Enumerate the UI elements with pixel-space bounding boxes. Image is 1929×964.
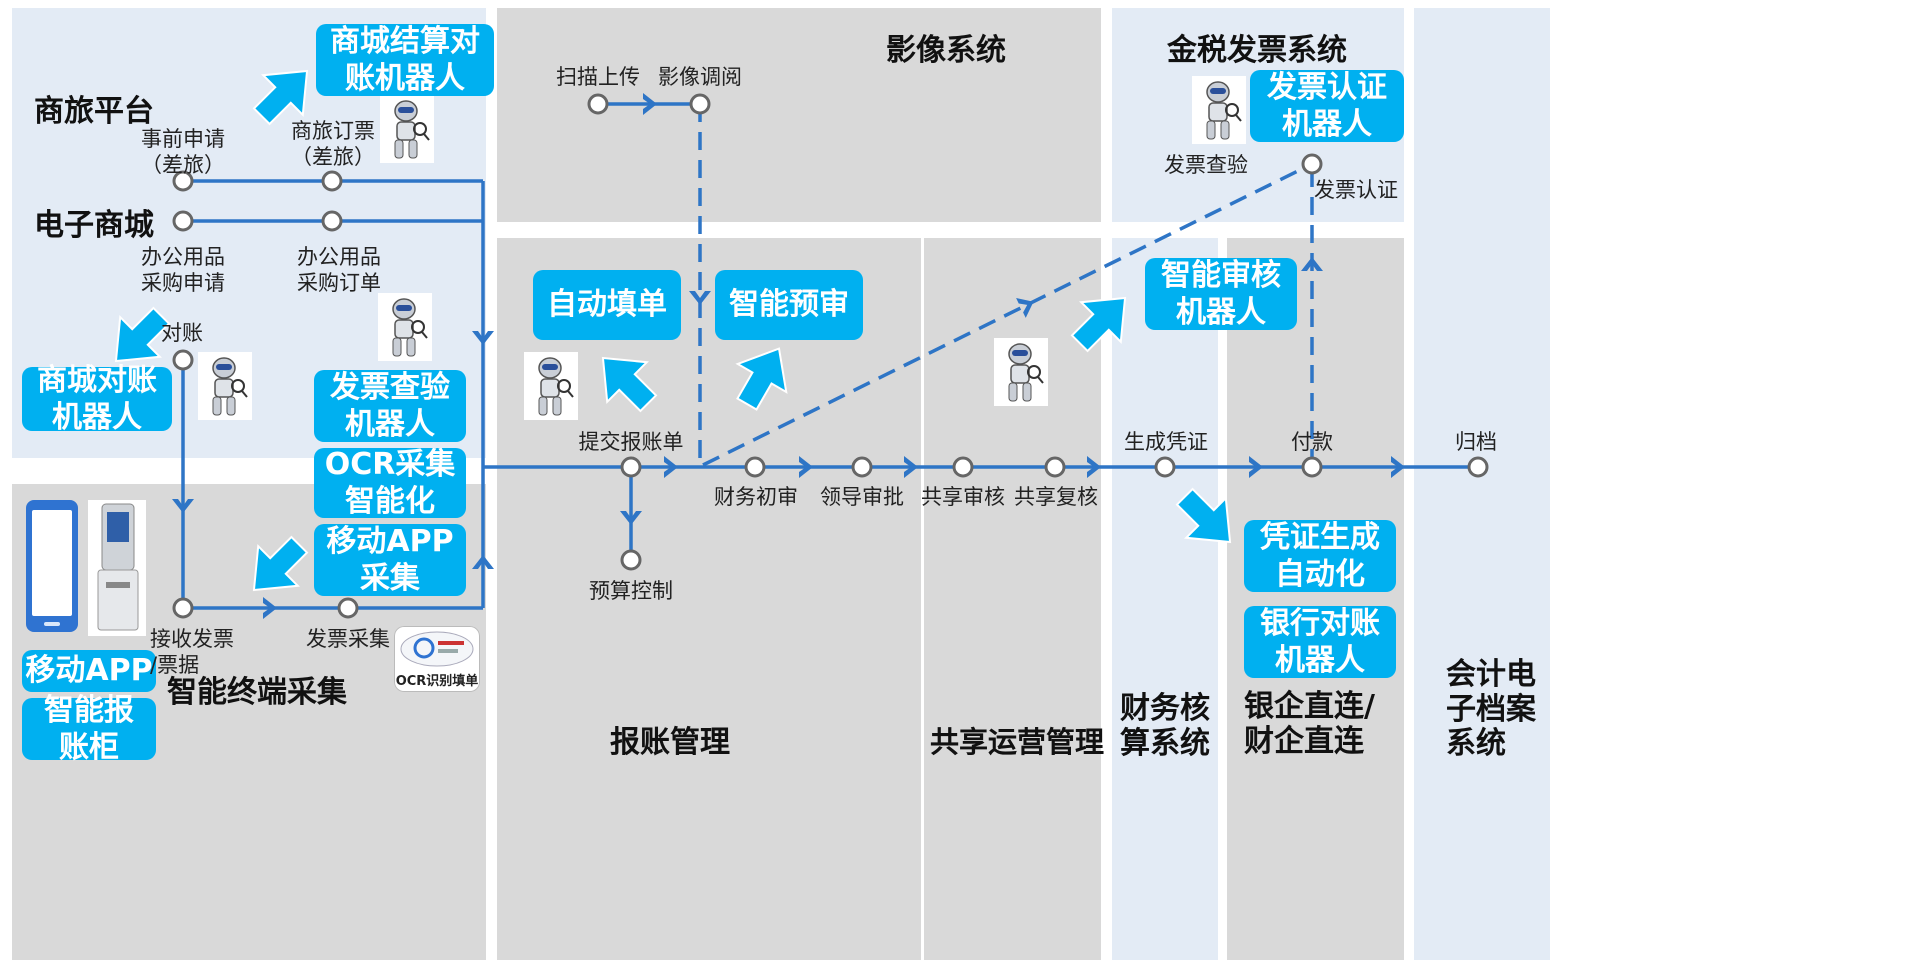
smart-precheck-button[interactable]: 智能预审 <box>715 270 863 340</box>
mobile-app-button[interactable]: 移动APP <box>22 650 156 692</box>
smart-kiosk-button[interactable]: 智能报 账柜 <box>22 693 156 765</box>
node-label-shared-review: 共享审核 <box>921 485 1005 509</box>
robot-icon <box>198 352 252 420</box>
image-title: 影像系统 <box>886 33 1006 68</box>
bank-reconcile-robot[interactable]: 银行对账 机器人 <box>1244 606 1396 678</box>
golden-tax-title: 金税发票系统 <box>1167 33 1347 68</box>
ocr-card-label: OCR识别填单 <box>395 674 479 689</box>
node-label-payment: 付款 <box>1291 430 1333 454</box>
node-label-budget: 预算控制 <box>589 579 673 603</box>
dashed-lines <box>698 104 1314 467</box>
robot-icon <box>994 338 1048 406</box>
node-label-archive: 归档 <box>1455 430 1497 454</box>
smart-audit-robot[interactable]: 智能审核 机器人 <box>1145 258 1297 330</box>
mobile-app-collect[interactable]: 移动APP 采集 <box>314 524 466 596</box>
voucher-gen-auto[interactable]: 凭证生成 自动化 <box>1244 520 1396 592</box>
node-label-image-view: 影像调阅 <box>658 65 742 89</box>
node-label-scan-upload: 扫描上传 <box>556 65 640 89</box>
phone-icon <box>26 500 78 632</box>
robot-icon <box>1192 76 1246 144</box>
zone-accounting <box>1112 238 1218 960</box>
ocr-card: OCR识别填单 <box>394 626 480 692</box>
node-label-leader-approve: 领导审批 <box>820 485 904 509</box>
node-label-submit: 提交报账单 <box>578 430 684 454</box>
terminal-title: 智能终端采集 <box>167 675 347 710</box>
node-label-invoice-cert: 发票认证 <box>1314 178 1398 202</box>
invoice-cert-robot[interactable]: 发票认证 机器人 <box>1250 70 1404 142</box>
archive-title: 会计电 子档案 系统 <box>1446 657 1536 761</box>
mall-settle-robot[interactable]: 商城结算对 账机器人 <box>316 24 494 96</box>
node-label-reconcile: 对账 <box>161 321 203 345</box>
kiosk-icon <box>88 500 146 636</box>
node-label-travel-ticket: 商旅订票 （差旅） <box>291 119 375 170</box>
robot-icon <box>380 95 434 163</box>
accounting-title: 财务核 算系统 <box>1120 691 1210 761</box>
ocr-smart-collect[interactable]: OCR采集 智能化 <box>314 447 466 519</box>
shared-ops-title: 共享运营管理 <box>930 725 1105 759</box>
node-label-invoice-collect: 发票采集 <box>306 627 390 651</box>
zone-archive <box>1414 8 1550 960</box>
invoice-check-robot[interactable]: 发票查验 机器人 <box>314 370 466 442</box>
zone-bank <box>1227 238 1404 960</box>
reimburse-title: 报账管理 <box>610 725 730 760</box>
bank-title: 银企直连/ 财企直连 <box>1244 689 1375 759</box>
node-label-receive-invoice: 接收发票 /票据 <box>150 627 234 678</box>
node-label-pre-apply: 事前申请 （差旅） <box>141 127 225 178</box>
mall-reconcile-robot[interactable]: 商城对账 机器人 <box>22 363 172 435</box>
flow-lines <box>181 102 1478 610</box>
node-label-office-apply: 办公用品 采购申请 <box>141 245 225 296</box>
mall-title: 电子商城 <box>34 208 154 243</box>
flow-nodes <box>172 93 1489 619</box>
pointer-arrow-icons <box>114 69 1232 592</box>
ocr-icon <box>400 631 474 667</box>
zone-image <box>497 8 1101 222</box>
node-label-fin-review: 财务初审 <box>714 485 798 509</box>
node-label-office-order: 办公用品 采购订单 <box>297 245 381 296</box>
node-label-shared-recheck: 共享复核 <box>1014 485 1098 509</box>
platform-title: 商旅平台 <box>34 94 154 129</box>
robot-icon <box>524 352 578 420</box>
robot-icon <box>378 293 432 361</box>
node-label-gen-voucher: 生成凭证 <box>1124 430 1208 454</box>
node-label-invoice-verify: 发票查验 <box>1164 153 1248 177</box>
auto-fill-button[interactable]: 自动填单 <box>533 270 681 340</box>
